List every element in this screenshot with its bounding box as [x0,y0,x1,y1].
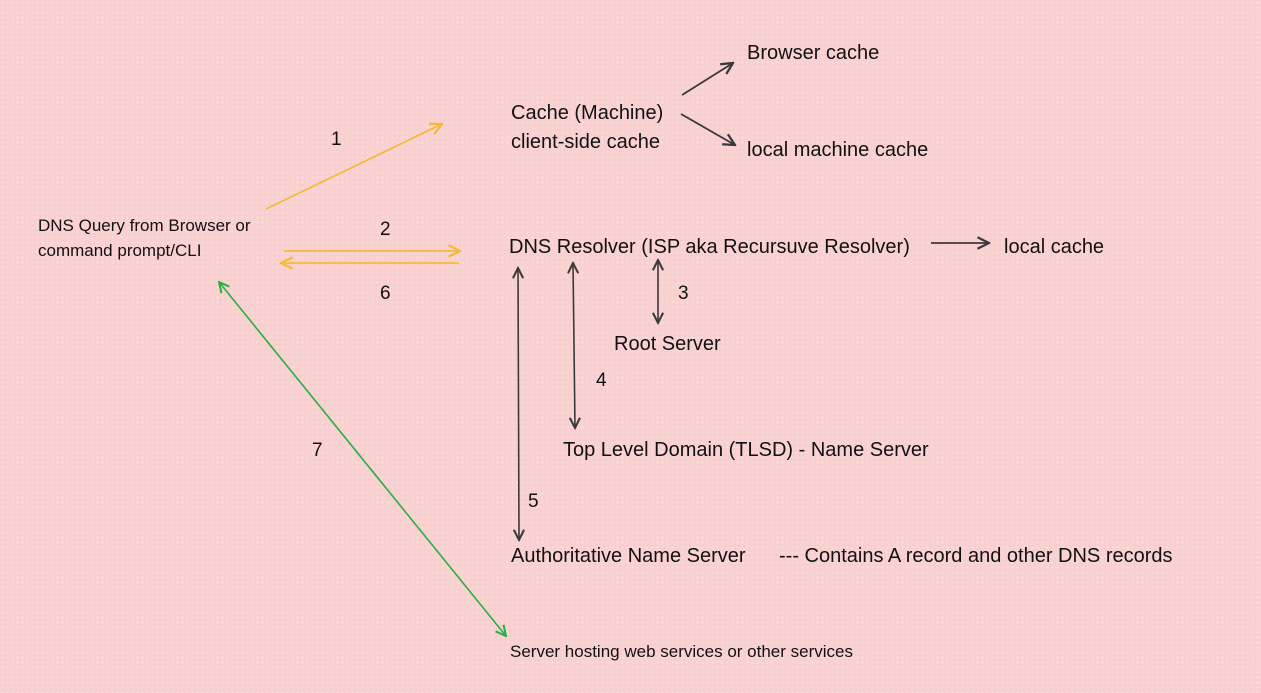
client-query-node: DNS Query from Browser or command prompt… [38,213,251,263]
client-side-cache-label: client-side cache [511,131,660,153]
root-server-node: Root Server [614,333,721,355]
arrow-step-4 [573,263,575,428]
tld-server-node: Top Level Domain (TLSD) - Name Server [563,439,929,461]
browser-cache-node: Browser cache [747,42,880,64]
arrow-step-7 [219,282,506,636]
client-query-line-1: DNS Query from Browser or [38,216,251,235]
arrow-step-1 [265,124,442,210]
hosting-server-node: Server hosting web services or other ser… [510,642,853,661]
local-cache-node: local cache [1004,236,1105,258]
cache-machine-node: Cache (Machine) client-side cache [511,99,663,157]
authoritative-note: --- Contains A record and other DNS reco… [779,545,1173,567]
arrow-to-browser-cache [681,63,733,96]
client-query-line-2: command prompt/CLI [38,241,202,260]
step-label-1: 1 [331,129,342,150]
step-label-7: 7 [312,440,323,461]
dns-resolver-node: DNS Resolver (ISP aka Recursuve Resolver… [509,236,910,258]
cache-machine-label: Cache (Machine) [511,102,664,124]
arrow-step-5 [518,268,519,540]
arrow-to-local-machine-cache [680,113,735,145]
local-machine-cache-node: local machine cache [747,139,929,161]
step-label-3: 3 [678,283,689,304]
step-label-5: 5 [528,491,539,512]
step-label-2: 2 [380,219,391,240]
step-label-4: 4 [596,370,607,391]
step-label-6: 6 [380,283,391,304]
authoritative-server-node: Authoritative Name Server [511,545,746,567]
